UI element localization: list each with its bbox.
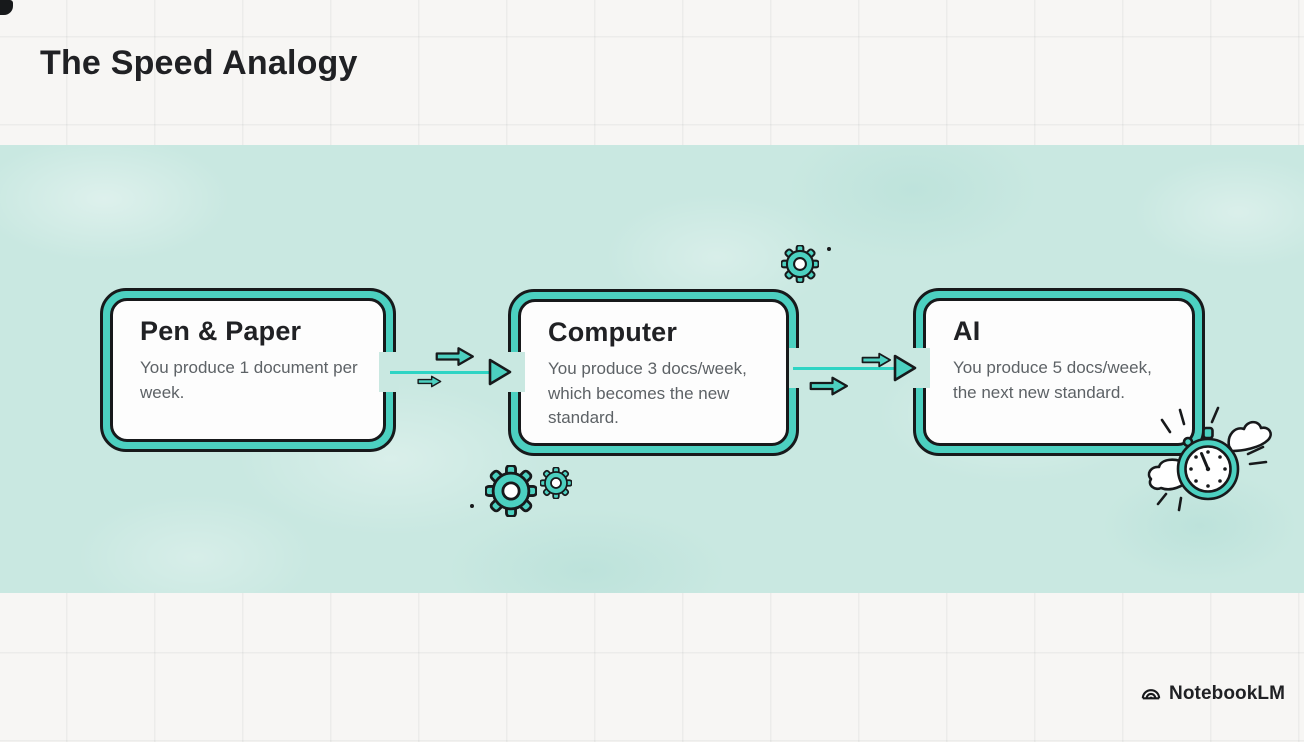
arrow-right-icon bbox=[417, 375, 442, 388]
notebooklm-logo-text: NotebookLM bbox=[1169, 682, 1286, 704]
arrowhead-right-icon bbox=[488, 358, 512, 386]
border-gap bbox=[379, 352, 399, 392]
dot-icon bbox=[827, 247, 831, 251]
connector-line bbox=[793, 367, 899, 370]
arrow-right-icon bbox=[809, 376, 848, 396]
gear-icon bbox=[485, 465, 537, 517]
step-card-ai: AI You produce 5 docs/week, the next new… bbox=[913, 288, 1205, 456]
gear-icon bbox=[540, 467, 572, 499]
step-card-description: You produce 5 docs/week, the next new st… bbox=[953, 358, 1152, 402]
step-card-title: AI bbox=[953, 316, 981, 346]
step-card-title: Pen & Paper bbox=[140, 316, 302, 346]
gear-icon bbox=[781, 245, 819, 283]
connector-line bbox=[390, 371, 494, 374]
arrow-right-icon bbox=[435, 347, 474, 366]
notebooklm-logo-icon bbox=[1141, 689, 1161, 700]
step-card-description: You produce 3 docs/week, which becomes t… bbox=[548, 359, 747, 428]
step-card-computer: Computer You produce 3 docs/week, which … bbox=[508, 289, 799, 456]
arrow-right-icon bbox=[861, 352, 892, 368]
page-title: The Speed Analogy bbox=[40, 44, 358, 82]
border-gap bbox=[505, 352, 525, 392]
notebooklm-logo: NotebookLM bbox=[1139, 682, 1285, 705]
step-card-title: Computer bbox=[548, 317, 678, 347]
corner-mark bbox=[0, 0, 13, 15]
dot-icon bbox=[470, 504, 474, 508]
step-card-inner: Computer You produce 3 docs/week, which … bbox=[518, 299, 789, 446]
wing-icon bbox=[1227, 420, 1272, 453]
speed-lines bbox=[1156, 406, 1268, 512]
step-card-description: You produce 1 document per week. bbox=[140, 358, 358, 402]
step-card-pen-paper: Pen & Paper You produce 1 document per w… bbox=[100, 288, 396, 452]
stopwatch-icon bbox=[1147, 406, 1272, 512]
step-card-inner: Pen & Paper You produce 1 document per w… bbox=[110, 298, 386, 442]
border-gap bbox=[910, 348, 930, 388]
step-card-inner: AI You produce 5 docs/week, the next new… bbox=[923, 298, 1195, 446]
arrowhead-right-icon bbox=[893, 354, 917, 382]
